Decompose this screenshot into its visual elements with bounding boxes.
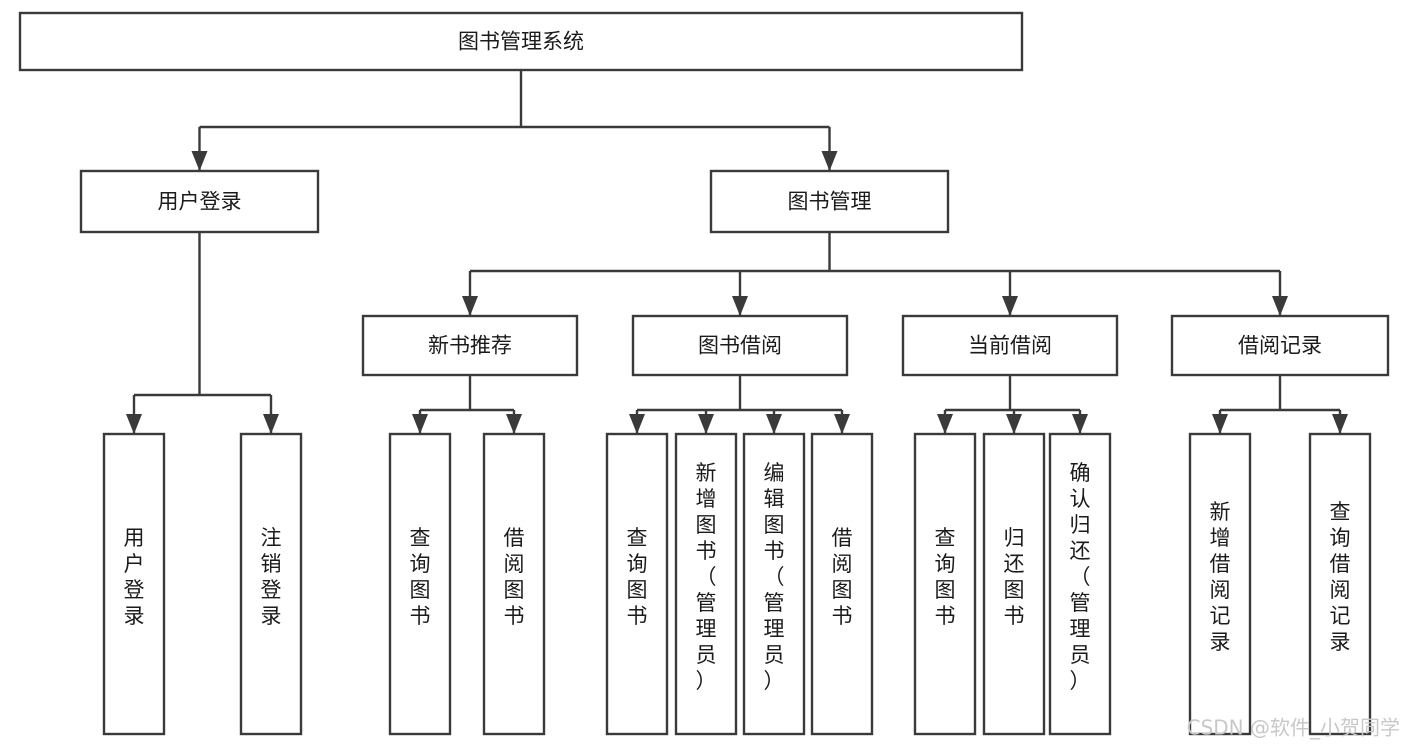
connectors-layer (126, 70, 1348, 434)
node-box (982, 432, 1046, 736)
node-label: 确认归还（管理员） (1070, 461, 1091, 693)
arrow-head-icon (1272, 296, 1288, 316)
node-root-0[interactable]: 图书管理系统 (18, 11, 1024, 72)
node-label: 用户登录 (124, 526, 145, 628)
node-leaf-4[interactable]: 查询图书 (605, 432, 669, 736)
node-label: 图书管理 (788, 190, 872, 214)
node-leaf-10[interactable]: 确认归还（管理员） (1048, 432, 1112, 736)
arrow-head-icon (937, 414, 953, 434)
node-box (674, 432, 738, 736)
node-label: 新书推荐 (428, 334, 512, 358)
node-level2-1[interactable]: 图书管理 (709, 169, 950, 234)
node-leaf-3[interactable]: 借阅图书 (482, 432, 546, 736)
node-label: 图书管理系统 (458, 30, 584, 54)
node-leaf-0[interactable]: 用户登录 (102, 432, 166, 736)
arrow-head-icon (191, 151, 208, 171)
node-label: 借阅图书 (832, 526, 853, 628)
node-leaf-5[interactable]: 新增图书（管理员） (674, 432, 738, 736)
node-label: 用户登录 (158, 190, 242, 214)
arrow-head-icon (766, 414, 782, 434)
node-box (239, 432, 303, 736)
arrow-head-icon (1332, 414, 1348, 434)
node-box (388, 432, 452, 736)
node-box (913, 432, 977, 736)
node-label: 注销登录 (261, 526, 282, 628)
node-box (1170, 314, 1390, 377)
arrow-head-icon (698, 414, 714, 434)
arrow-head-icon (263, 414, 279, 434)
node-label: 查询借阅记录 (1330, 500, 1351, 654)
arrow-head-icon (506, 414, 522, 434)
node-label: 借阅图书 (504, 526, 525, 628)
node-box (742, 432, 806, 736)
node-leaf-8[interactable]: 查询图书 (913, 432, 977, 736)
arrow-head-icon (629, 414, 645, 434)
node-label: 借阅记录 (1238, 334, 1322, 358)
node-leaf-6[interactable]: 编辑图书（管理员） (742, 432, 806, 736)
node-level3-1[interactable]: 图书借阅 (631, 314, 849, 377)
node-box (1048, 432, 1112, 736)
node-box (1188, 432, 1252, 736)
arrow-head-icon (732, 296, 748, 316)
node-box (1308, 432, 1372, 736)
node-label: 新增图书（管理员） (696, 461, 717, 693)
node-leaf-11[interactable]: 新增借阅记录 (1188, 432, 1252, 736)
node-label: 查询图书 (627, 526, 648, 628)
node-label: 查询图书 (935, 526, 956, 628)
arrow-head-icon (1002, 296, 1018, 316)
node-label: 新增借阅记录 (1210, 500, 1231, 654)
node-box (901, 314, 1119, 377)
csdn-watermark: CSDN @软件_小贺同学 (1187, 716, 1400, 740)
arrow-head-icon (126, 414, 142, 434)
node-leaf-2[interactable]: 查询图书 (388, 432, 452, 736)
node-box (361, 314, 579, 377)
node-box (631, 314, 849, 377)
node-label: 当前借阅 (968, 334, 1052, 358)
node-box (482, 432, 546, 736)
node-box (79, 169, 320, 234)
node-leaf-9[interactable]: 归还图书 (982, 432, 1046, 736)
node-box (810, 432, 874, 736)
node-leaf-1[interactable]: 注销登录 (239, 432, 303, 736)
node-label: 查询图书 (410, 526, 431, 628)
node-label: 编辑图书（管理员） (764, 461, 785, 693)
arrow-head-icon (462, 296, 478, 316)
arrow-head-icon (412, 414, 428, 434)
node-box (18, 11, 1024, 72)
node-level3-0[interactable]: 新书推荐 (361, 314, 579, 377)
arrow-head-icon (821, 151, 838, 171)
node-label: 归还图书 (1004, 526, 1025, 628)
node-box (102, 432, 166, 736)
arrow-head-icon (1072, 414, 1088, 434)
node-leaf-7[interactable]: 借阅图书 (810, 432, 874, 736)
node-level3-2[interactable]: 当前借阅 (901, 314, 1119, 377)
node-level3-3[interactable]: 借阅记录 (1170, 314, 1390, 377)
arrow-head-icon (834, 414, 850, 434)
arrow-head-icon (1006, 414, 1022, 434)
node-leaf-12[interactable]: 查询借阅记录 (1308, 432, 1372, 736)
node-box (709, 169, 950, 234)
arrow-head-icon (1212, 414, 1228, 434)
node-box (605, 432, 669, 736)
nodes-layer: 图书管理系统用户登录图书管理新书推荐图书借阅当前借阅借阅记录用户登录注销登录查询… (18, 11, 1390, 736)
node-level2-0[interactable]: 用户登录 (79, 169, 320, 234)
node-label: 图书借阅 (698, 334, 782, 358)
